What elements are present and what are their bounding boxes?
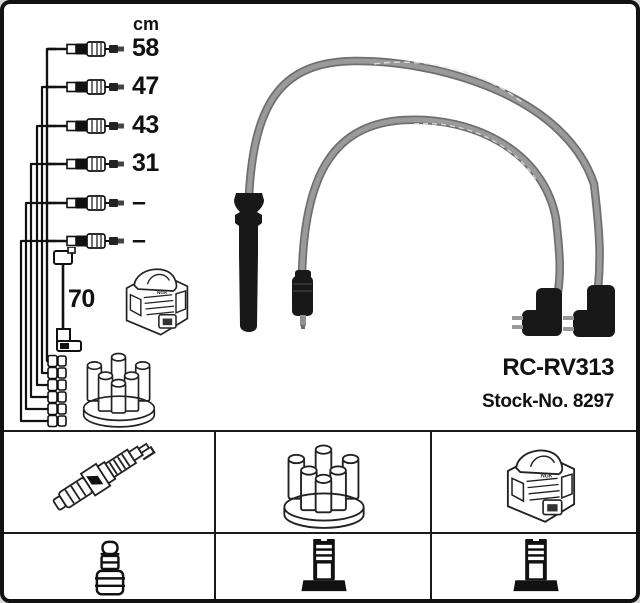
length-value-2: 47: [132, 72, 159, 100]
straight-connector: [292, 270, 313, 329]
straight-boot: [234, 193, 264, 332]
length-value-5: –: [132, 188, 146, 216]
grid-hline-2: [4, 532, 636, 534]
length-value-3: 43: [132, 111, 159, 139]
grid-hline-1: [4, 430, 636, 432]
grid-vline-2: [430, 430, 432, 599]
legend-plug-terminal-nut: [90, 540, 130, 598]
distributor-cap-icon: [80, 342, 158, 430]
legend-coil-terminal-1: [299, 538, 349, 595]
harness-lines: [19, 47, 67, 428]
ignition-wires-photo: [234, 56, 615, 337]
cable-drawing-5: [48, 193, 128, 213]
grid-vline-1: [214, 430, 216, 599]
legend-distributor-cap: [272, 434, 376, 530]
outer-wire: [244, 56, 604, 289]
legend-coil-terminal-2: [511, 538, 561, 595]
cable-drawing-4: [48, 154, 128, 174]
stock-number: Stock-No. 8297: [481, 391, 614, 412]
coil-lead-drawing: [53, 247, 82, 352]
length-value-6: –: [132, 226, 146, 254]
inner-wire: [297, 115, 564, 293]
legend-ignition-coil: [496, 440, 586, 528]
part-number: RC-RV313: [502, 354, 614, 381]
cable-drawing-2: [48, 77, 128, 97]
length-value-4: 31: [132, 149, 159, 177]
coil-lead-length-label: 70: [68, 285, 95, 313]
length-value-1: 58: [132, 34, 159, 62]
ignition-coil-icon: [119, 259, 195, 341]
angle-boot-inner: [512, 288, 562, 336]
length-unit-header: cm: [133, 14, 160, 34]
angle-boot-outer: [563, 285, 615, 337]
harness-end-connectors: [47, 354, 67, 428]
cable-drawing-3: [48, 116, 128, 136]
cable-drawing-1: [48, 39, 128, 59]
